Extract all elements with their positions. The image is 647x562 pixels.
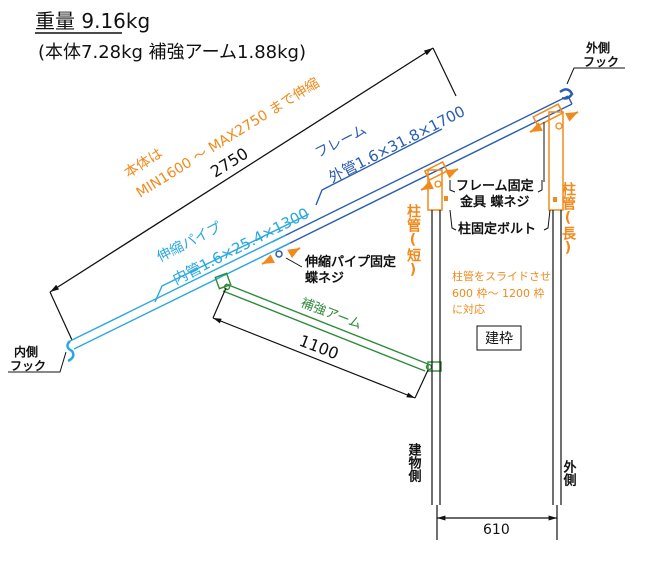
slide-arrows-icon xyxy=(420,111,579,191)
arm-name: 補強アーム xyxy=(299,296,364,333)
telescopic-inner-pipe xyxy=(66,213,310,363)
frame-outer-tube xyxy=(271,88,574,251)
slide-note-1: 柱管をスライドさせ xyxy=(452,269,551,283)
overall-dimension xyxy=(49,47,457,341)
inner-hook-label-1: 内側 xyxy=(14,344,38,359)
arm-dimension xyxy=(212,287,429,399)
weight-breakdown: (本体7.28kg 補強アーム1.88kg) xyxy=(38,42,306,63)
body-note-2: MIN1600 ～ MAX2750 まで伸縮 xyxy=(134,75,323,201)
post-bolt-label: 柱固定ボルト xyxy=(458,221,536,237)
long-post xyxy=(532,103,564,505)
slide-note-2: 600 枠～ 1200 枠 xyxy=(452,286,544,300)
weight-title: 重量 9.16kg xyxy=(35,9,150,33)
width-dimension xyxy=(436,505,558,540)
inner-hook-label-2: フック xyxy=(10,359,46,373)
outer-hook-label-1: 外側 xyxy=(586,40,610,55)
frame-box-label: 建枠 xyxy=(485,331,513,347)
outer-hook-icon xyxy=(559,88,574,100)
callout-brackets xyxy=(449,180,551,231)
inner-hook-icon xyxy=(66,340,75,363)
outside-label: 外側 xyxy=(561,459,578,487)
building-side-label: 建物側 xyxy=(406,442,423,483)
slide-note-3: に対応 xyxy=(452,302,485,316)
pipe-fix-wing-screw-icon xyxy=(261,247,303,268)
width-label: 610 xyxy=(483,522,510,538)
inner-hook-leader xyxy=(8,351,67,373)
short-post xyxy=(423,160,449,505)
frame-fix-label-2: 金具 蝶ネジ xyxy=(459,194,530,210)
outer-hook-leader xyxy=(566,67,625,85)
long-post-label: 柱管(長) xyxy=(560,181,576,256)
frame-fix-label-1: フレーム固定 xyxy=(456,178,534,194)
pipe-fix-label-2: 蝶ネジ xyxy=(305,270,344,286)
pipe-fix-label-1: 伸縮パイプ固定 xyxy=(304,254,396,270)
frame-box xyxy=(476,325,522,351)
short-post-label: 柱管(短) xyxy=(405,203,421,278)
outer-hook-label-2: フック xyxy=(583,55,619,69)
